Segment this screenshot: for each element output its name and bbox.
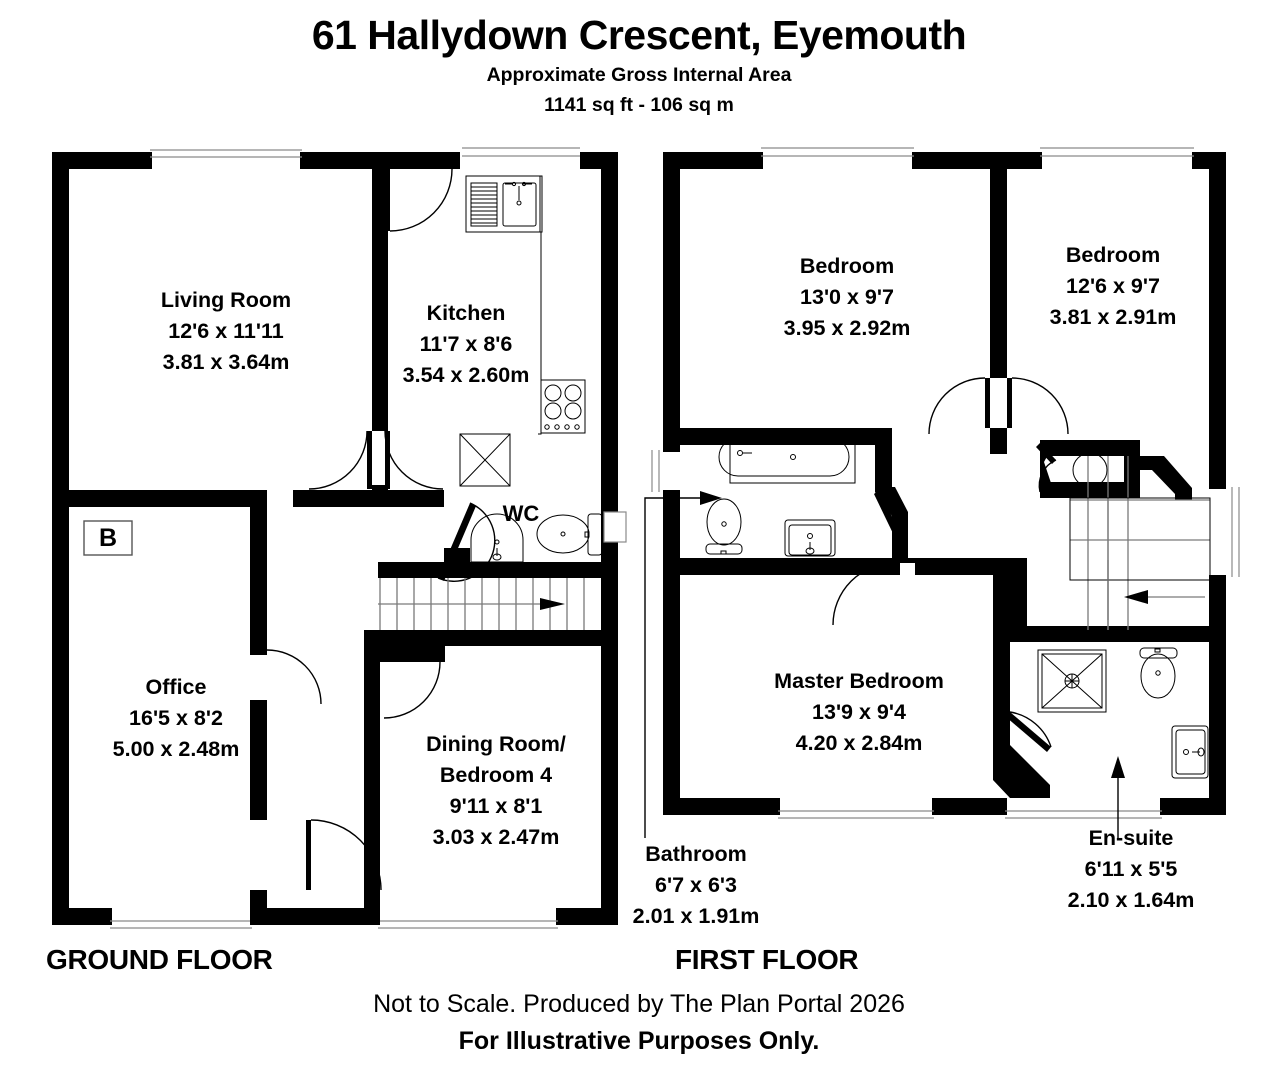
room-dim-ensuite-met: 2.10 x 1.64m [1068,888,1195,912]
room-dim-master-met: 4.20 x 2.84m [796,731,923,755]
leader-lines [644,491,1125,840]
ensuite-basin-icon [1171,725,1209,779]
ground-floor-walls [52,152,618,925]
room-label-living-room: Living Room [161,288,291,312]
kitchen-fixtures [459,175,586,487]
bathtub-icon [718,429,856,484]
ground-room-labels: Living Room 12'6 x 11'11 3.81 x 3.64m Ki… [113,288,566,849]
room-dim-bedroom-2-met: 3.81 x 2.91m [1050,305,1177,329]
bathroom-basin-icon [784,519,836,557]
header: 61 Hallydown Crescent, Eyemouth Approxim… [0,0,1278,118]
room-dim-living-room-met: 3.81 x 3.64m [163,350,290,374]
ground-floor-windows [110,147,627,929]
first-floor-caption: FIRST FLOOR [675,944,859,975]
appliance-icon [459,433,511,487]
area-value: 1141 sq ft - 106 sq m [544,94,734,117]
first-floor-walls [663,152,1226,815]
sink-drainer-icon [470,182,498,227]
ground-floor-internal-walls [69,169,618,925]
first-room-labels: Bedroom 13'0 x 9'7 3.95 x 2.92m Bedroom … [633,243,1195,928]
wc-basin-icon [470,513,524,563]
room-dim-dining-imp: 9'11 x 8'1 [450,794,543,818]
ensuite-fixtures [1037,647,1209,779]
sink-bowl-icon [502,181,537,227]
room-dim-living-room-imp: 12'6 x 11'11 [168,319,284,343]
page-title: 61 Hallydown Crescent, Eyemouth [311,12,967,58]
wc-toilet-icon [536,513,603,556]
first-floor-stairs [1069,456,1211,630]
room-dim-dining-met: 3.03 x 2.47m [433,825,560,849]
room-label-dining-line2: Bedroom 4 [440,763,552,787]
room-dim-bathroom-met: 2.01 x 1.91m [633,904,760,928]
wc-fixtures [470,513,603,563]
bathroom-toilet-icon [705,498,743,555]
shower-tray-icon [1037,649,1107,713]
room-dim-bathroom-imp: 6'7 x 6'3 [655,873,737,897]
room-dim-bedroom-1-imp: 13'0 x 9'7 [800,285,894,309]
first-floor-doors [832,377,1069,752]
boiler-marker: B [83,520,133,556]
room-label-ensuite: En-suite [1089,826,1174,850]
ground-floor-caption: GROUND FLOOR [46,944,273,975]
room-dim-office-imp: 16'5 x 8'2 [129,706,223,730]
first-floor-windows [651,147,1240,819]
room-label-dining-line1: Dining Room/ [426,732,566,756]
boiler-letter: B [99,524,117,552]
room-label-wc: WC [503,501,540,526]
room-label-master-bedroom: Master Bedroom [774,669,944,693]
room-label-bathroom: Bathroom [645,842,747,866]
ground-floor-doors [250,168,496,891]
room-dim-bedroom-2-imp: 12'6 x 9'7 [1066,274,1160,298]
hot-water-tank-icon [1072,452,1108,488]
ground-floor-stairs [378,578,585,630]
room-label-bedroom-1: Bedroom [800,254,894,278]
room-dim-kitchen-met: 3.54 x 2.60m [403,363,530,387]
ensuite-toilet-icon [1139,647,1178,699]
first-floor-internal-walls [680,169,1210,798]
hob-icon [540,379,586,434]
room-dim-kitchen-imp: 11'7 x 8'6 [420,332,513,356]
room-label-office: Office [146,675,207,699]
footer-credit: Not to Scale. Produced by The Plan Porta… [373,990,905,1018]
room-label-kitchen: Kitchen [427,301,506,325]
area-label: Approximate Gross Internal Area [486,64,792,87]
room-dim-master-imp: 13'9 x 9'4 [812,700,906,724]
footer-disclaimer: For Illustrative Purposes Only. [458,1027,820,1055]
room-dim-ensuite-imp: 6'11 x 5'5 [1085,857,1178,881]
bathroom-fixtures [705,429,856,557]
room-dim-office-met: 5.00 x 2.48m [113,737,240,761]
room-label-bedroom-2: Bedroom [1066,243,1160,267]
room-dim-bedroom-1-met: 3.95 x 2.92m [784,316,911,340]
